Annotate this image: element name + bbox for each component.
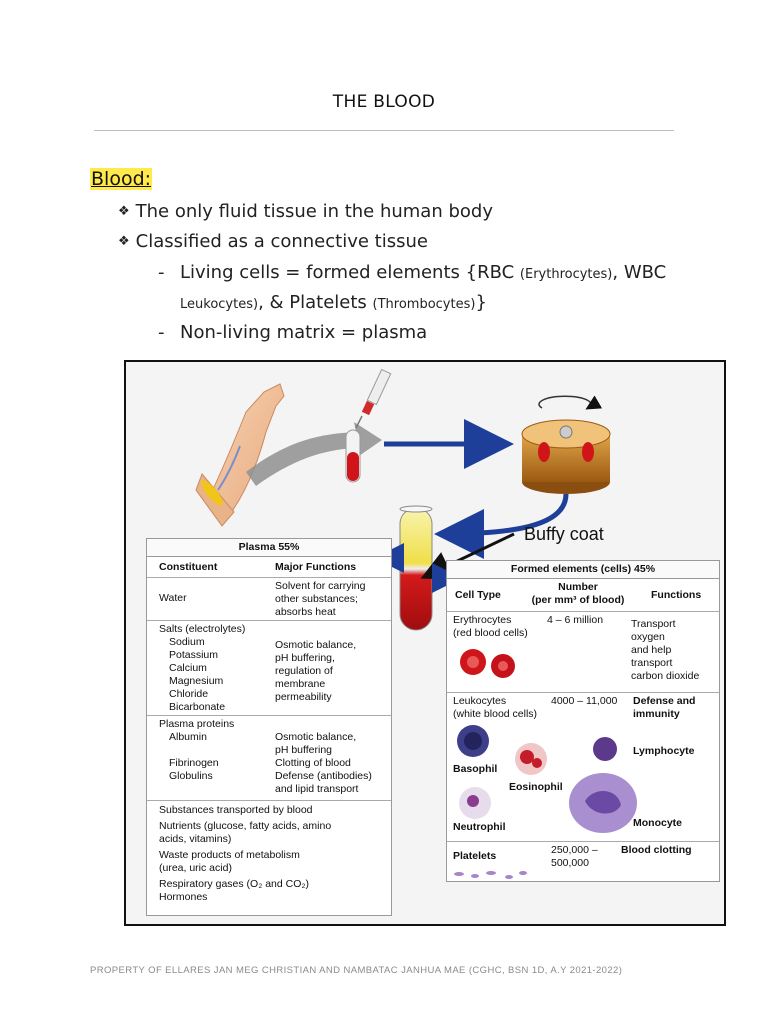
formed-elements-table: Formed elements (cells) 45% Cell Type Nu… (446, 560, 720, 882)
figure-illustration (195, 368, 611, 631)
water-cell: Water (159, 592, 187, 604)
blood-composition-figure: Buffy coat Plasma 55% Constituent Major … (124, 360, 726, 926)
sub-item-plasma: -Non-living matrix = plasma (158, 322, 428, 343)
bullet-item: ❖The only fluid tissue in the human body (118, 201, 493, 222)
plasma-table: Plasma 55% Constituent Major Functions W… (146, 538, 392, 916)
formed-title: Formed elements (cells) 45% (447, 561, 719, 579)
buffy-coat-label: Buffy coat (524, 524, 604, 544)
bullet-item: ❖Classified as a connective tissue (118, 231, 428, 252)
separated-blood-tube (399, 505, 433, 631)
diamond-bullet-icon: ❖ (118, 234, 130, 249)
cell-type-header: Cell Type (455, 589, 501, 601)
salts-functions: Osmotic balance,pH buffering,regulation … (275, 639, 357, 703)
lymphocyte-label: Lymphocyte (633, 745, 695, 757)
title-divider (94, 130, 674, 131)
page-title: THE BLOOD (332, 92, 436, 112)
functions-header: Functions (651, 589, 702, 601)
major-functions-header: Major Functions (275, 561, 357, 573)
page-footer: PROPERTY OF ELLARES JAN MEG CHRISTIAN AN… (90, 965, 623, 976)
syringe-illustration (355, 368, 392, 429)
sub-item-living-cells: -Living cells = formed elements {RBC (Er… (158, 262, 667, 283)
basophil-label: Basophil (453, 763, 498, 775)
constituent-header: Constituent (159, 561, 218, 573)
arm-illustration (195, 383, 285, 527)
sub-item-living-cells-continued: Leukocytes), & Platelets (Thrombocytes)} (180, 292, 487, 313)
neutrophil-label: Neutrophil (453, 821, 506, 833)
white-blood-cells-icon (457, 725, 637, 833)
monocyte-label: Monocyte (633, 817, 683, 829)
eosinophil-label: Eosinophil (509, 781, 563, 793)
platelets-row: Platelets 250,000 –500,000 Blood clottin… (447, 842, 719, 882)
centrifuge-illustration (521, 395, 611, 494)
red-blood-cells-icon (460, 649, 515, 678)
plasma-proteins-functions: Osmotic balance,pH buffering Clotting of… (275, 731, 372, 795)
leukocytes-row: Leukocytes(white blood cells) 4000 – 11,… (447, 693, 719, 842)
plasma-proteins-cell: Plasma proteins Albumin Fibrinogen Globu… (159, 718, 235, 782)
section-heading: Blood: (90, 168, 153, 190)
platelets-icon (454, 871, 527, 879)
number-header: Number(per mm³ of blood) (531, 581, 625, 606)
diamond-bullet-icon: ❖ (118, 204, 130, 219)
erythrocytes-row: Erythrocytes(red blood cells) 4 – 6 mill… (447, 612, 719, 693)
small-tube-illustration (345, 429, 361, 483)
transported-substances: Substances transported by blood Nutrient… (159, 804, 332, 903)
plasma-title: Plasma 55% (147, 539, 391, 557)
